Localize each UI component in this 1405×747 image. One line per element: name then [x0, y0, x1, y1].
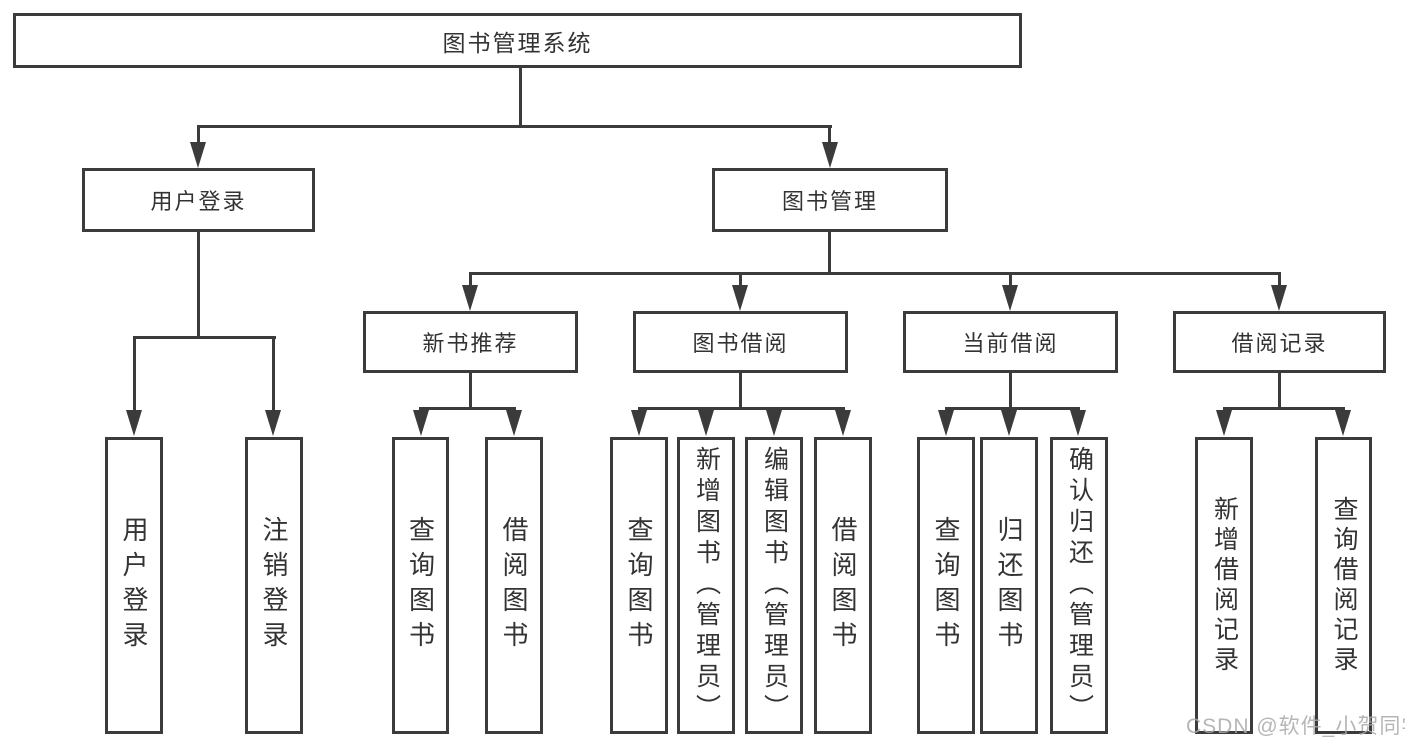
leaf-bb-add-book: 新增图书（管理员）: [677, 437, 735, 734]
connector-current-borrow-stem: [1009, 373, 1012, 409]
arrowhead-rec-query: [413, 410, 429, 436]
leaf-br-query-record: 查询借阅记录: [1315, 437, 1372, 734]
arrowhead-borrow-records: [1271, 285, 1287, 311]
arrowhead-br-query: [1335, 410, 1351, 436]
arrowhead-leaf-logout: [265, 410, 281, 436]
node-borrow-records-label: 借阅记录: [1231, 331, 1328, 356]
arrowhead-book-mgmt: [822, 142, 838, 168]
watermark: CSDN @软件_小贺同学: [1186, 715, 1405, 738]
leaf-cb-query-book-label: 查询图书: [931, 515, 961, 656]
leaf-bb-edit-book: 编辑图书（管理员）: [745, 437, 803, 734]
leaf-user-login-label: 用户登录: [119, 515, 149, 656]
leaf-rec-query-book: 查询图书: [392, 437, 449, 734]
leaf-br-query-record-label: 查询借阅记录: [1330, 495, 1358, 676]
connector-current-borrow-branch: [945, 407, 1080, 410]
connector-book-mgmt-shaft: [828, 125, 831, 147]
connector-user-login-stem: [197, 232, 200, 338]
connector-new-book-rec-stem: [469, 373, 472, 409]
connector-book-mgmt-branch: [469, 272, 1281, 275]
arrowhead-user-login: [190, 142, 206, 168]
arrowhead-current-borrow: [1002, 285, 1018, 311]
node-book-mgmt-label: 图书管理: [781, 189, 878, 214]
leaf-logout: 注销登录: [245, 437, 303, 734]
node-current-borrow-label: 当前借阅: [962, 331, 1059, 356]
node-root-label: 图书管理系统: [442, 29, 593, 56]
connector-borrow-records-stem: [1278, 373, 1281, 409]
leaf-bb-query-book: 查询图书: [610, 437, 668, 734]
connector-user-login-branch: [133, 336, 276, 339]
leaf-br-add-record: 新增借阅记录: [1195, 437, 1253, 734]
connector-book-mgmt-stem: [828, 232, 831, 275]
leaf-logout-label: 注销登录: [259, 515, 289, 656]
leaf-rec-borrow-book: 借阅图书: [485, 437, 543, 734]
connector-leaf-logout-shaft: [272, 336, 275, 412]
connector-current-borrow-shaft: [1009, 272, 1012, 290]
arrowhead-cb-confirm: [1070, 410, 1086, 436]
arrowhead-bb-add: [698, 410, 714, 436]
arrowhead-bb-edit: [766, 410, 782, 436]
connector-borrow-records-shaft: [1278, 272, 1281, 290]
leaf-bb-borrow-book-label: 借阅图书: [828, 515, 858, 656]
node-book-mgmt: 图书管理: [712, 168, 948, 232]
node-user-login-label: 用户登录: [150, 189, 247, 214]
leaf-rec-query-book-label: 查询图书: [405, 515, 436, 656]
node-borrow-records: 借阅记录: [1173, 311, 1386, 373]
connector-root-stem: [519, 68, 522, 127]
leaf-cb-confirm-return-label: 确认归还（管理员）: [1065, 446, 1094, 725]
connector-book-borrow-stem: [739, 373, 742, 409]
leaf-bb-query-book-label: 查询图书: [624, 515, 654, 656]
connector-root-branch: [197, 125, 832, 128]
arrowhead-rec-borrow: [506, 410, 522, 436]
arrowhead-book-borrow: [732, 285, 748, 311]
arrowhead-cb-return: [1001, 410, 1017, 436]
leaf-bb-add-book-label: 新增图书（管理员）: [692, 446, 721, 725]
connector-book-borrow-branch: [638, 407, 845, 410]
leaf-rec-borrow-book-label: 借阅图书: [499, 515, 529, 656]
leaf-cb-return-book: 归还图书: [980, 437, 1038, 734]
arrowhead-leaf-login: [126, 410, 142, 436]
connector-user-login-shaft: [197, 125, 200, 147]
arrowhead-bb-borrow: [835, 410, 851, 436]
node-new-book-rec-label: 新书推荐: [422, 331, 519, 356]
leaf-cb-confirm-return: 确认归还（管理员）: [1050, 437, 1108, 734]
node-user-login: 用户登录: [82, 168, 315, 232]
node-new-book-rec: 新书推荐: [363, 311, 578, 373]
arrowhead-br-add: [1216, 410, 1232, 436]
connector-book-borrow-shaft: [739, 272, 742, 290]
connector-borrow-records-branch: [1223, 407, 1345, 410]
node-book-borrow-label: 图书借阅: [692, 331, 789, 356]
leaf-bb-borrow-book: 借阅图书: [814, 437, 872, 734]
node-root: 图书管理系统: [13, 13, 1022, 68]
leaf-user-login: 用户登录: [105, 437, 163, 734]
arrowhead-cb-query: [938, 410, 954, 436]
arrowhead-bb-query: [631, 410, 647, 436]
leaf-cb-query-book: 查询图书: [917, 437, 975, 734]
connector-new-book-rec-shaft: [469, 272, 472, 290]
arrowhead-new-book-rec: [462, 285, 478, 311]
node-book-borrow: 图书借阅: [633, 311, 848, 373]
connector-leaf-login-shaft: [133, 336, 136, 412]
leaf-cb-return-book-label: 归还图书: [994, 515, 1024, 656]
node-current-borrow: 当前借阅: [903, 311, 1118, 373]
leaf-bb-edit-book-label: 编辑图书（管理员）: [760, 446, 789, 725]
connector-new-book-rec-branch: [419, 407, 516, 410]
leaf-br-add-record-label: 新增借阅记录: [1210, 495, 1239, 676]
